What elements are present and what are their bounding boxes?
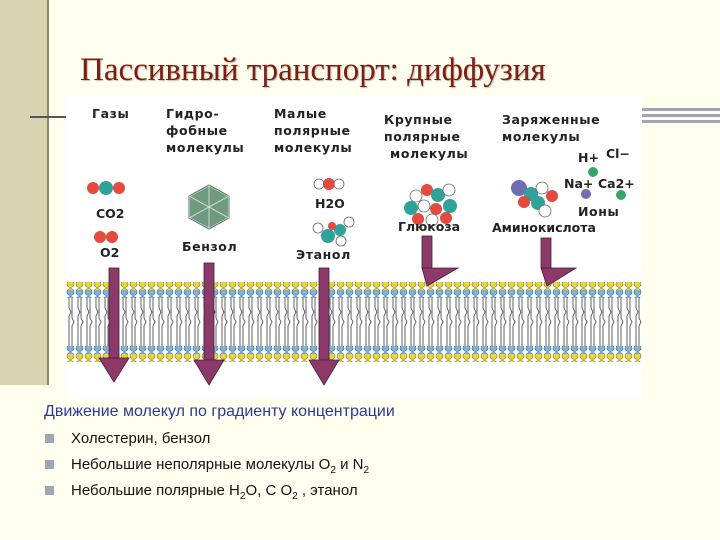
o2-label: O2 xyxy=(100,245,119,260)
category-line: молекулы xyxy=(502,129,580,144)
arrow-gases-icon xyxy=(98,267,130,383)
ion-ball-icon xyxy=(581,189,591,199)
amino-acid-label: Аминокислота xyxy=(492,220,596,235)
category-small-polar: Малые полярные молекулы xyxy=(274,106,352,155)
benzene-label: Бензол xyxy=(182,239,237,254)
ethanol-label: Этанол xyxy=(296,247,351,262)
lipid-bilayer xyxy=(66,282,642,362)
left-decor-bar xyxy=(0,0,47,385)
list-item: Небольшие полярные H2O, C O2 , этанол xyxy=(44,480,369,506)
bullet-square-icon xyxy=(45,434,54,443)
category-line: Гидро- xyxy=(166,106,219,121)
ion-ca-label: Ca2+ xyxy=(598,176,635,191)
category-line: Заряженные xyxy=(502,112,600,127)
title-rule-left xyxy=(30,116,66,118)
ion-h-label: H+ xyxy=(578,150,599,165)
arrow-small-polar-icon xyxy=(308,267,340,386)
arrow-large-polar-blocked-icon xyxy=(421,235,460,287)
list-item: Небольшие неполярные молекулы O2 и N2 xyxy=(44,454,369,480)
subscript: 2 xyxy=(292,491,298,502)
h2o-label: H2O xyxy=(315,196,345,211)
category-line: полярные xyxy=(274,123,351,138)
o2-molecule-icon xyxy=(94,231,118,243)
ion-ball-icon xyxy=(616,190,626,200)
category-line: Крупные xyxy=(384,112,453,127)
arrow-hydrophobic-icon xyxy=(193,262,225,386)
subscript: 2 xyxy=(239,491,246,502)
bullet-text: Небольшие неполярные молекулы O xyxy=(71,456,331,473)
co2-label: CO2 xyxy=(96,206,125,221)
glucose-molecule-icon xyxy=(404,183,457,227)
ion-ball-icon xyxy=(588,167,598,177)
category-hydrophobic: Гидро- фобные молекулы xyxy=(166,106,244,155)
membrane-figure: Газы Гидро- фобные молекулы Малые полярн… xyxy=(66,96,642,398)
list-item: Холестерин, бензол xyxy=(44,428,369,454)
ethanol-molecule-icon xyxy=(312,216,355,247)
category-gases: Газы xyxy=(92,106,129,121)
ions-label: Ионы xyxy=(578,204,619,219)
subheading: Движение молекул по градиенту концентрац… xyxy=(44,403,395,420)
category-large-polar: Крупные полярные молекулы xyxy=(384,112,468,161)
category-line: молекулы xyxy=(390,146,468,161)
glucose-label: Глюкоза xyxy=(398,219,460,234)
subscript: 2 xyxy=(330,465,336,476)
amino-acid-molecule-icon xyxy=(511,180,558,218)
category-line: Газы xyxy=(92,106,129,121)
category-line: молекулы xyxy=(274,140,352,155)
ion-cl-label: Cl− xyxy=(606,146,630,161)
bullet-square-icon xyxy=(45,460,54,469)
arrow-charged-blocked-icon xyxy=(540,237,578,287)
category-line: полярные xyxy=(384,129,461,144)
ion-na-label: Na+ xyxy=(564,176,593,191)
left-decor-line xyxy=(47,0,49,385)
category-line: фобные xyxy=(166,123,228,138)
category-charged: Заряженные молекулы xyxy=(502,112,600,144)
benzene-molecule-icon xyxy=(188,183,230,231)
co2-molecule-icon xyxy=(87,181,125,195)
bullet-text: Холестерин, бензол xyxy=(71,430,211,447)
subscript: 2 xyxy=(363,465,370,476)
title-rule-right xyxy=(640,108,720,126)
bullet-square-icon xyxy=(45,486,54,495)
category-line: молекулы xyxy=(166,140,244,155)
slide-title: Пассивный транспорт: диффузия xyxy=(80,52,546,88)
bullet-text: и N xyxy=(335,456,364,473)
bullet-text: Небольшие полярные H xyxy=(71,482,240,499)
bullet-text: O, C O xyxy=(245,482,293,499)
category-line: Малые xyxy=(274,106,327,121)
bullet-list: Холестерин, бензол Небольшие неполярные … xyxy=(44,428,369,506)
h2o-molecule-icon xyxy=(313,178,345,190)
bullet-text: , этанол xyxy=(297,482,358,499)
